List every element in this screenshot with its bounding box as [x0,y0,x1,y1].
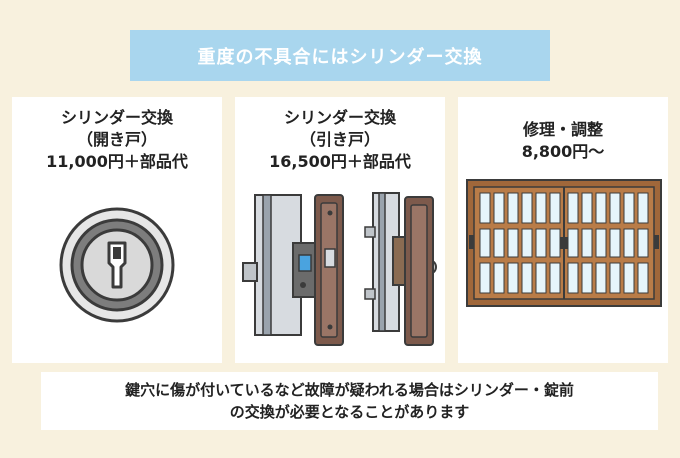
card-title: シリンダー交換 [60,108,173,127]
card-repair-adjustment: 修理・調整 8,800円〜 [458,97,668,363]
card-price: 11,000円＋部品代 [46,152,188,171]
card-title: 修理・調整 [522,120,603,139]
footer-note: 鍵穴に傷が付いているなど故障が疑われる場合はシリンダー・錠前 の交換が必要となる… [41,372,658,430]
card-title: シリンダー交換 [283,108,396,127]
title-text: 重度の不具合にはシリンダー交換 [197,46,483,68]
title-banner: 重度の不具合にはシリンダー交換 [130,30,550,81]
card-sliding-door-cylinder: シリンダー交換 （引き戸） 16,500円＋部品代 [235,97,445,363]
card-subtitle: （開き戸） [76,130,157,149]
card-label: シリンダー交換 （引き戸） 16,500円＋部品代 [235,107,445,173]
sliding-door-icon [466,179,662,307]
footer-line: の交換が必要となることがあります [229,403,470,421]
card-label: 修理・調整 8,800円〜 [458,119,668,163]
sliding-door-lock-icon [242,192,437,346]
footer-line: 鍵穴に傷が付いているなど故障が疑われる場合はシリンダー・錠前 [125,381,574,399]
card-price: 8,800円〜 [521,142,605,161]
card-price: 16,500円＋部品代 [269,152,411,171]
card-hinged-door-cylinder: シリンダー交換 （開き戸） 11,000円＋部品代 [12,97,222,363]
card-label: シリンダー交換 （開き戸） 11,000円＋部品代 [12,107,222,173]
card-subtitle: （引き戸） [299,130,380,149]
lock-cylinder-icon [59,207,175,323]
